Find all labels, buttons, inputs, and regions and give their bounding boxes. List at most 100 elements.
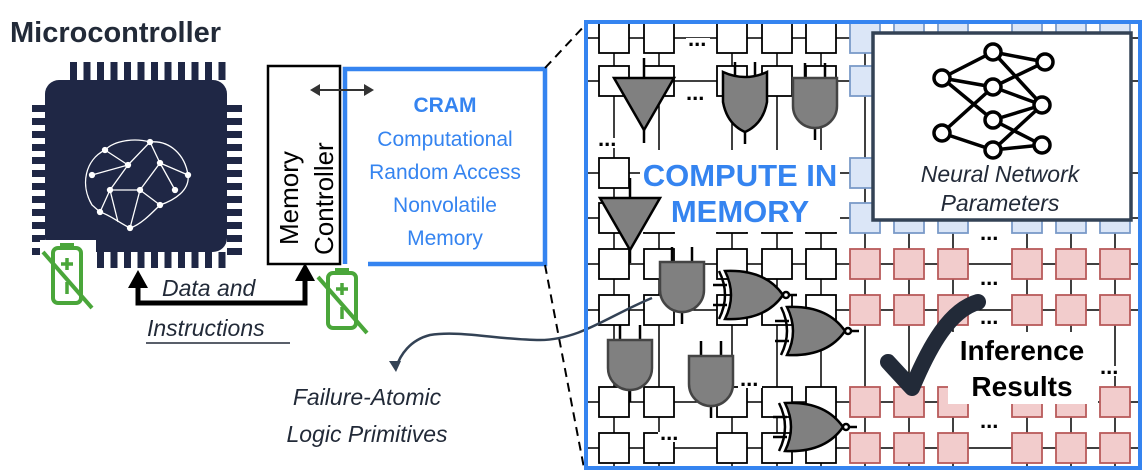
result-cell	[1055, 248, 1087, 280]
cram-line: Computational	[377, 128, 512, 151]
arrowhead-icon	[389, 361, 401, 372]
chip-pin	[227, 157, 242, 164]
chip-pin	[32, 105, 45, 112]
inference-label-1: Inference	[960, 335, 1085, 366]
chip-pin	[32, 196, 45, 203]
cram-line: Memory	[407, 227, 483, 250]
chip-pin	[70, 62, 77, 80]
chip-pin	[110, 62, 118, 80]
result-cell	[1099, 432, 1131, 464]
memory-cell	[716, 432, 748, 464]
chip-pin	[227, 222, 242, 229]
memory-controller-label-1: Memory	[274, 151, 304, 245]
chip-pin	[97, 62, 104, 80]
chip-pin	[227, 183, 242, 190]
ellipsis: ...	[980, 304, 998, 329]
grid-ellipses: ..............................	[596, 26, 1122, 445]
result-cell	[893, 294, 925, 326]
xnor-gate-icon	[773, 401, 857, 453]
chip-pin	[32, 144, 45, 151]
buffer-gate-icon	[597, 178, 663, 263]
cram-acronym: CRAM	[414, 94, 477, 117]
primitives-label-2: Logic Primitives	[286, 421, 448, 447]
result-cell	[893, 386, 925, 418]
chip-pin	[137, 62, 145, 80]
double-arrow-icon	[310, 84, 374, 96]
memory-cell	[598, 22, 630, 54]
chip-pin	[32, 118, 45, 125]
result-cell	[937, 248, 969, 280]
chip-pin	[124, 252, 131, 268]
or-gate-icon	[721, 62, 769, 144]
ellipsis: ...	[688, 26, 706, 51]
ellipsis-backing	[686, 38, 710, 48]
result-cell	[1055, 432, 1087, 464]
brain-network-icon	[84, 138, 192, 232]
cram-line: Random Access	[369, 161, 521, 184]
chip-pin	[227, 209, 242, 216]
nn-label-2: Parameters	[941, 190, 1060, 216]
and-gate-icon	[791, 63, 839, 140]
primitives-label-1: Failure-Atomic	[293, 384, 442, 410]
zoom-line-bottom	[544, 264, 585, 469]
data-link-label-1: Data and	[162, 275, 257, 301]
result-cell	[849, 386, 881, 418]
xnor-gate-icon	[713, 269, 797, 321]
chip-pin	[227, 248, 242, 255]
zoom-line-top	[544, 21, 589, 69]
chip-pin	[137, 252, 145, 268]
and-gate-icon	[687, 341, 735, 418]
memory-cell	[761, 248, 793, 280]
chip-pin	[97, 252, 104, 268]
and-gate-icon	[606, 325, 654, 402]
ellipsis-backing	[684, 92, 708, 102]
data-link-label-2: Instructions	[147, 315, 265, 341]
chip-pin	[83, 62, 91, 80]
chip-pin	[124, 62, 131, 80]
compute-label-2: MEMORY	[671, 194, 810, 229]
memory-cell	[598, 386, 630, 418]
chip-pin	[32, 157, 45, 164]
ellipsis: ...	[1100, 354, 1118, 379]
ellipsis-backing	[978, 316, 1002, 326]
chip-pin	[110, 252, 118, 268]
mask	[640, 150, 840, 232]
chip-pin	[32, 170, 45, 177]
chip-pin	[227, 235, 242, 242]
result-cell	[1099, 248, 1131, 280]
chip-pin	[218, 62, 226, 80]
result-cell	[849, 248, 881, 280]
microcontroller-title: Microcontroller	[10, 17, 221, 49]
and-gate-icon	[658, 247, 706, 324]
chip-pin	[178, 62, 185, 80]
chip-pin	[227, 105, 242, 112]
chip-pin	[178, 252, 185, 268]
memory-cell	[805, 248, 837, 280]
memory-cell	[761, 22, 793, 54]
result-cell	[849, 294, 881, 326]
ellipsis-backing	[1098, 366, 1122, 376]
ellipsis-backing	[978, 232, 1002, 242]
result-cell	[1099, 386, 1131, 418]
ellipsis-backing	[596, 138, 620, 148]
chip-pin	[205, 62, 212, 80]
memory-cell	[643, 22, 675, 54]
ellipsis: ...	[740, 366, 758, 391]
result-cell	[937, 432, 969, 464]
memory-cell	[805, 22, 837, 54]
chip-pin	[191, 252, 199, 268]
memory-cell	[598, 157, 630, 189]
chip-pin	[32, 183, 45, 190]
no-battery-icon	[316, 268, 369, 335]
chip-pin	[32, 209, 45, 216]
memory-cell	[716, 22, 748, 54]
chip-pin	[32, 131, 45, 138]
result-cell	[1055, 294, 1087, 326]
result-cell	[1099, 294, 1131, 326]
ellipsis-backing	[738, 378, 762, 388]
chip-icon	[32, 62, 242, 268]
memory-controller-label-2: Controller	[309, 142, 339, 255]
result-cell	[1011, 248, 1043, 280]
memory-cell	[598, 432, 630, 464]
